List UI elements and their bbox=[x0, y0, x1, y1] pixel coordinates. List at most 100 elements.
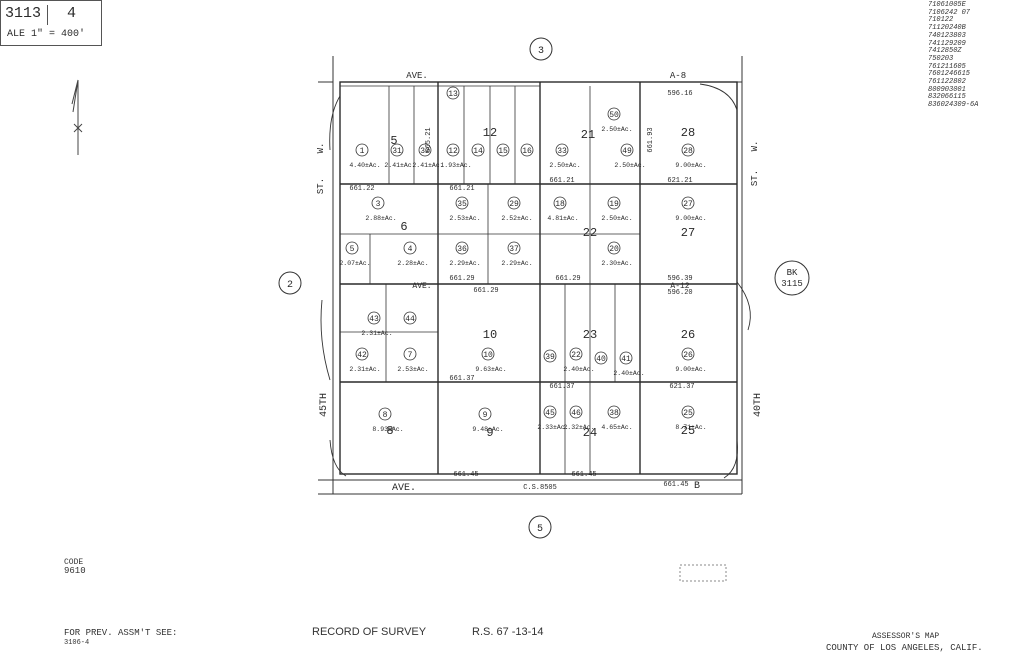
parcel-lines bbox=[339, 81, 738, 475]
parcel-area-20: 2.30±Ac. bbox=[601, 260, 632, 267]
parcel-area-29: 2.52±Ac. bbox=[501, 215, 532, 222]
parcel-circle bbox=[496, 143, 510, 157]
parcel-area-4: 2.28±Ac. bbox=[397, 260, 428, 267]
dimension-d1: 661.22 bbox=[349, 185, 374, 193]
dimension-d2: 661.21 bbox=[449, 185, 474, 193]
parcel-number-15: 15 bbox=[498, 147, 508, 156]
parcel-circle bbox=[390, 143, 404, 157]
header-divider bbox=[47, 5, 48, 25]
parcel-circle bbox=[681, 143, 695, 157]
dimension-d16: 596.20 bbox=[667, 289, 692, 297]
parcel-area-1: 4.40±Ac. bbox=[349, 162, 380, 169]
parcel-circle bbox=[607, 196, 621, 210]
dimension-d10: 661.37 bbox=[549, 383, 574, 391]
parcel-circle bbox=[478, 407, 492, 421]
street-bottom-b-label: B bbox=[694, 481, 700, 492]
parcel-area-46: 2.32±Ac. bbox=[563, 424, 594, 431]
parcel-circle bbox=[446, 143, 460, 157]
parcel-circle bbox=[681, 405, 695, 419]
block-number-21: 21 bbox=[581, 128, 595, 142]
block-number-22: 22 bbox=[583, 226, 597, 240]
dimension-d11: 621.37 bbox=[669, 383, 694, 391]
dimension-d17: 661.93 bbox=[647, 127, 655, 152]
parcel-number-7: 7 bbox=[408, 351, 413, 360]
dimension-d3: 661.21 bbox=[549, 177, 574, 185]
parcel-number-41: 41 bbox=[621, 355, 631, 364]
parcel-area-5: 2.07±Ac. bbox=[339, 260, 370, 267]
page-number: 4 bbox=[67, 5, 77, 22]
block-number-10: 10 bbox=[483, 328, 497, 342]
block-number-28: 28 bbox=[681, 126, 695, 140]
parcel-circle bbox=[520, 143, 534, 157]
change-code: 71061005E bbox=[928, 1, 966, 9]
parcel-number-31: 31 bbox=[392, 147, 402, 156]
parcel-area-38: 4.65±Ac. bbox=[601, 424, 632, 431]
change-code: 710122 bbox=[928, 16, 954, 25]
parcel-number-20: 20 bbox=[609, 245, 619, 254]
parcel-number-33: 33 bbox=[557, 147, 567, 156]
book-number: 3113 bbox=[5, 5, 42, 22]
parcel-number-5: 5 bbox=[350, 245, 355, 254]
parcel-number-14: 14 bbox=[473, 147, 483, 156]
block-number-23: 23 bbox=[583, 328, 597, 342]
parcel-circle bbox=[355, 143, 369, 157]
dimension-d13: 661.45 bbox=[571, 471, 596, 479]
parcel-area-35: 2.53±Ac. bbox=[449, 215, 480, 222]
parcel-number-29: 29 bbox=[509, 200, 519, 209]
change-code: 750203 bbox=[928, 54, 954, 63]
parcel-circle bbox=[507, 196, 521, 210]
parcel-circle bbox=[507, 241, 521, 255]
change-code: 800903001 bbox=[928, 85, 966, 94]
parcel-circle bbox=[553, 196, 567, 210]
dimension-d8: 596.39 bbox=[667, 275, 692, 283]
dimension-d6: 661.29 bbox=[473, 287, 498, 295]
parcel-circle bbox=[607, 241, 621, 255]
parcel-number-9: 9 bbox=[483, 411, 488, 420]
parcel-circle bbox=[594, 351, 608, 365]
dimension-d9: 661.37 bbox=[449, 375, 474, 383]
street-top-ave-label: AVE. bbox=[406, 71, 428, 81]
street-bottom-ave-label: AVE. bbox=[392, 483, 416, 494]
parcel-circle bbox=[481, 347, 495, 361]
dimension-d4: 621.21 bbox=[667, 177, 692, 185]
parcel-number-37: 37 bbox=[509, 245, 519, 254]
ref-circles bbox=[278, 37, 810, 539]
parcel-circle bbox=[455, 196, 469, 210]
parcel-circle bbox=[418, 143, 432, 157]
parcel-area-8: 8.93±Ac. bbox=[372, 426, 403, 433]
dimension-d12: 661.45 bbox=[453, 471, 478, 479]
parcel-circle bbox=[607, 107, 621, 121]
parcel-circle bbox=[403, 311, 417, 325]
parcel-area-3: 2.88±Ac. bbox=[365, 215, 396, 222]
parcel-circle bbox=[569, 347, 583, 361]
parcel-number-22: 22 bbox=[571, 351, 581, 360]
street-mid-ave-label: AVE. bbox=[412, 282, 431, 291]
parcel-circle bbox=[403, 241, 417, 255]
assessors-map-label: ASSESSOR'S MAP bbox=[872, 632, 940, 641]
parcel-circle bbox=[367, 311, 381, 325]
parcel-number-38: 38 bbox=[609, 409, 619, 418]
block-number-25: 25 bbox=[681, 424, 695, 438]
parcel-circle bbox=[681, 347, 695, 361]
record-of-survey: RECORD OF SURVEY bbox=[312, 626, 427, 638]
ref-circle-east-book-label: BK bbox=[787, 268, 798, 278]
parcel-area-27: 9.00±Ac. bbox=[675, 215, 706, 222]
parcel-number-12: 12 bbox=[448, 147, 458, 156]
parcel-circle bbox=[543, 349, 557, 363]
parcel-area-22: 2.40±Ac. bbox=[563, 366, 594, 373]
parcel-number-45: 45 bbox=[545, 409, 555, 418]
dimension-d5: 661.29 bbox=[449, 275, 474, 283]
parcel-number-19: 19 bbox=[609, 200, 619, 209]
parcel-number-4: 4 bbox=[408, 245, 413, 254]
parcel-number-35: 35 bbox=[457, 200, 467, 209]
parcel-area-49: 2.50±Ac. bbox=[614, 162, 645, 169]
parcel-area-10: 9.63±Ac. bbox=[475, 366, 506, 373]
parcel-number-28: 28 bbox=[683, 147, 693, 156]
block-number-9: 9 bbox=[486, 426, 493, 440]
map-code-label: CODE bbox=[64, 558, 84, 567]
parcel-number-18: 18 bbox=[555, 200, 565, 209]
parcel-area-9: 9.48±Ac. bbox=[472, 426, 503, 433]
parcel-circle bbox=[569, 405, 583, 419]
parcel-number-40: 40 bbox=[596, 355, 606, 364]
